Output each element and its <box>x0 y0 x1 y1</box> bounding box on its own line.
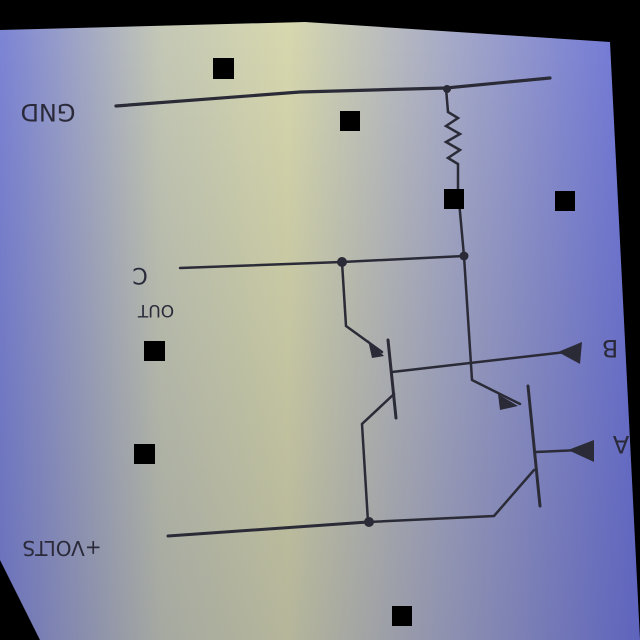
label-group: GND C OUT B A +VOLTS <box>20 98 629 560</box>
resistor <box>443 86 466 258</box>
t2-arrow <box>498 394 518 410</box>
b-label: B <box>602 334 618 362</box>
marker-square <box>392 606 412 626</box>
marker-square <box>213 58 234 79</box>
marker-square <box>444 189 464 209</box>
gnd-junction <box>443 85 451 93</box>
marker-square <box>144 341 165 361</box>
marker-square <box>555 191 575 211</box>
c-label: C <box>132 262 147 287</box>
marker-square <box>134 444 155 464</box>
junctions <box>337 85 469 527</box>
resistor-junction <box>459 251 469 261</box>
marker-square <box>340 111 360 131</box>
a-label: A <box>612 430 629 458</box>
t2-collector <box>462 254 522 406</box>
gnd-label: GND <box>20 98 75 126</box>
out-label: OUT <box>137 300 174 320</box>
arrowheads <box>368 340 594 462</box>
volts-label: +VOLTS <box>22 536 101 560</box>
b-input-arrow <box>558 342 582 364</box>
c-junction <box>337 257 347 267</box>
t2-base-bar <box>526 384 542 508</box>
b-line <box>390 350 568 374</box>
redaction-markers <box>134 58 575 626</box>
a-input-arrow <box>568 440 594 462</box>
gnd-rail <box>114 76 552 108</box>
volts-rail <box>166 520 370 538</box>
volts-junction <box>364 517 374 527</box>
t1-base-bar <box>386 338 398 420</box>
t1-arrow <box>368 340 384 358</box>
t2-emitter <box>366 468 536 524</box>
paper-shadow <box>0 22 640 640</box>
wires <box>114 76 582 538</box>
t1-emitter <box>360 392 396 524</box>
